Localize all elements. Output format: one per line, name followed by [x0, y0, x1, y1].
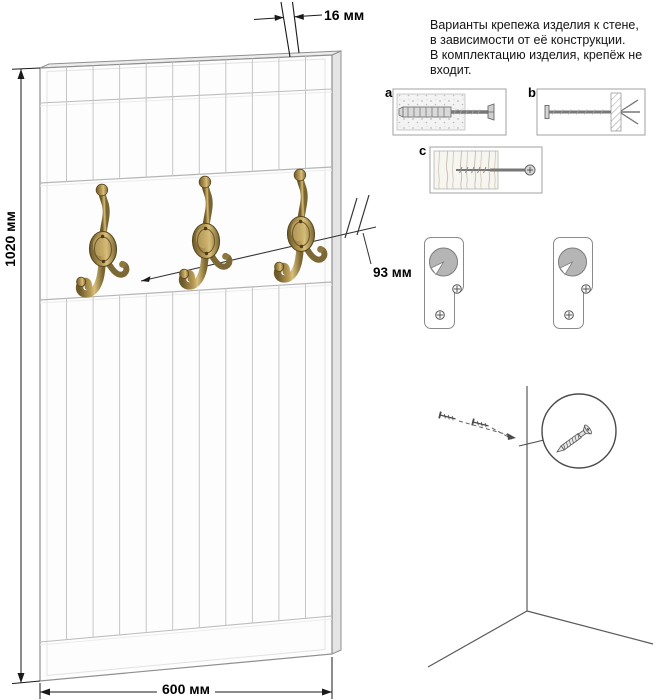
note-line: Варианты крепежа изделия к стене,: [430, 18, 639, 32]
thin-wall-icon: [610, 92, 622, 132]
note-line: в зависимости от её конструкции.: [430, 33, 626, 47]
panel-planks-lower: [66, 283, 306, 640]
corner-wall-illustration: [427, 386, 654, 668]
fastener-option-c-box: [429, 146, 543, 194]
magnifier-circle: [541, 393, 617, 469]
fastener-option-b-label: b: [528, 85, 536, 100]
toggle-screw-icon: [544, 99, 640, 125]
fastener-option-b-box: [536, 88, 646, 136]
panel-planks-upper: [66, 56, 306, 182]
fastener-option-a-label: a: [385, 85, 393, 100]
note-line: В комплектацию изделия, крепёж не: [430, 48, 643, 62]
panel-drawing: [39, 50, 377, 682]
dimension-width-label: 600 мм: [157, 681, 215, 697]
panel-right-edge-face: [331, 50, 342, 655]
dimension-thickness-line: [253, 1, 323, 58]
dimension-height-label: 1020 мм: [2, 211, 18, 267]
panel-horizontal-grooves: [39, 88, 333, 646]
dowel-anchor-icon: [398, 106, 452, 118]
fastener-option-a-box: [392, 88, 507, 136]
screw-icon: [451, 103, 495, 121]
fastener-option-c-label: c: [419, 143, 427, 158]
wood-screw-icon: [456, 164, 536, 176]
dimension-height-line: [11, 67, 41, 685]
screw-icon: [438, 410, 458, 424]
note-line: входит.: [430, 63, 472, 77]
dimension-hook-spacing-label: 93 мм: [373, 265, 412, 280]
dimension-thickness-label: 16 мм: [324, 7, 365, 23]
panel-chamfer-line: [46, 58, 326, 677]
keyhole-bracket-icon: [553, 237, 593, 329]
magnified-screw-icon: [556, 424, 592, 453]
screw-leader-lines: [458, 420, 513, 440]
keyhole-bracket-icon: [424, 237, 464, 329]
mounting-note: Варианты крепежа изделия к стене, в зави…: [430, 18, 658, 78]
panel-front-face: [39, 54, 333, 682]
